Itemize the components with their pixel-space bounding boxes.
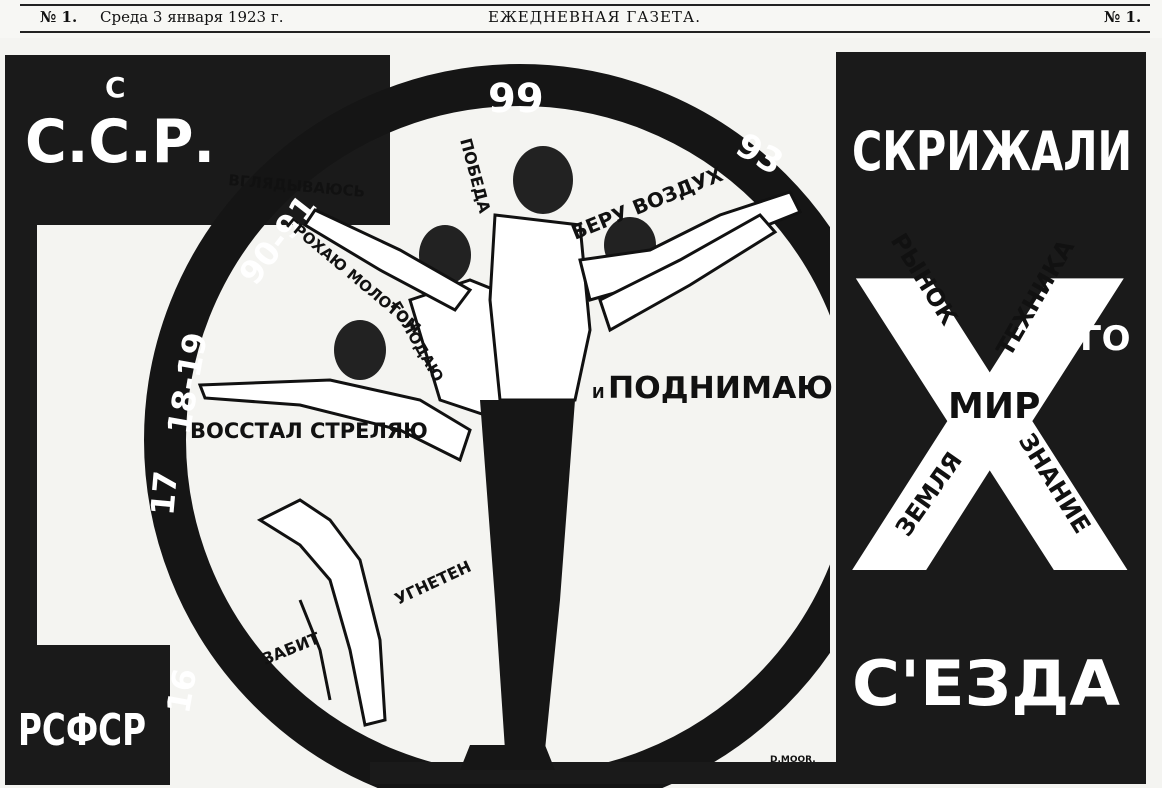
sezda-label: С'ЕЗДА xyxy=(852,647,1120,720)
newspaper-title: ЕЖЕДНЕВНАЯ ГАЗЕТА. xyxy=(488,8,702,26)
year-16: 16 xyxy=(159,666,204,716)
cccp-title: С.С.Р. xyxy=(25,107,215,177)
caption-podnimayu: ПОДНИМАЮ xyxy=(608,371,833,406)
masthead-rule-top xyxy=(20,4,1150,6)
cccp-superscript: С xyxy=(105,71,126,104)
caption-zabit: ЗАБИТ xyxy=(259,628,322,668)
numeral-suffix: ГО xyxy=(1080,319,1131,359)
year-99: 99 xyxy=(488,76,544,122)
poster-illustration: С С.С.Р. РСФСР 99 93 90-91 18-19 17 16 В… xyxy=(5,52,1146,788)
year-ring xyxy=(144,64,830,788)
bottom-strip xyxy=(370,762,840,784)
caption-vosstal-strelyayu: ВОССТАЛ СТРЕЛЯЮ xyxy=(190,419,428,443)
masthead-rule-bottom xyxy=(20,31,1150,33)
newspaper-masthead: № 1. Среда 3 января 1923 г. ЕЖЕДНЕВНАЯ Г… xyxy=(0,0,1162,38)
right-panel xyxy=(836,52,1146,784)
rising-figures xyxy=(197,146,803,770)
caption-i: И xyxy=(592,384,605,402)
caption-pobeda: ПОБЕДА xyxy=(456,136,494,216)
skrizhali-title: СКРИЖАЛИ xyxy=(852,120,1132,183)
caption-ugneten: УГНЕТЕН xyxy=(392,557,474,609)
artist-signature: D.MOOR. xyxy=(770,755,816,765)
left-side-bar xyxy=(5,225,37,645)
issue-number-right: № 1. xyxy=(1104,8,1142,26)
year-17: 17 xyxy=(143,469,185,517)
word-mir: МИР xyxy=(948,386,1040,427)
roman-numeral-x: X xyxy=(845,200,1135,665)
issue-number-left: № 1. xyxy=(40,8,78,26)
left-bottom-panel xyxy=(5,645,170,785)
rsfsr-label: РСФСР xyxy=(18,705,146,756)
issue-date: Среда 3 января 1923 г. xyxy=(100,8,284,26)
